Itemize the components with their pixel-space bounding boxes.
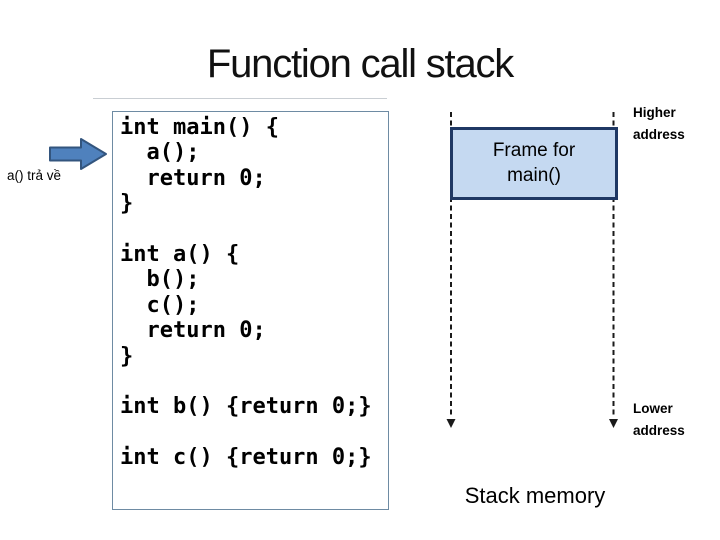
down-arrowhead-left-icon bbox=[446, 419, 456, 428]
lower-address-label: Lower address bbox=[633, 401, 685, 438]
stack-frame-main-box: Frame for main() bbox=[450, 127, 618, 200]
code-panel: int main() { a(); return 0; } int a() { … bbox=[112, 111, 389, 510]
higher-address-label: Higher address bbox=[633, 105, 685, 142]
divider-line bbox=[93, 98, 387, 99]
frame-label-line1: Frame for bbox=[492, 140, 576, 161]
code-listing: int main() { a(); return 0; } int a() { … bbox=[120, 115, 372, 471]
down-arrowhead-right-icon bbox=[609, 419, 618, 428]
stack-memory-caption: Stack memory bbox=[464, 483, 606, 508]
frame-label-line2: main() bbox=[507, 164, 561, 186]
return-arrow-label: a() trả về bbox=[7, 168, 62, 183]
slide-title: Function call stack bbox=[206, 42, 514, 86]
return-arrow-icon bbox=[49, 138, 107, 170]
